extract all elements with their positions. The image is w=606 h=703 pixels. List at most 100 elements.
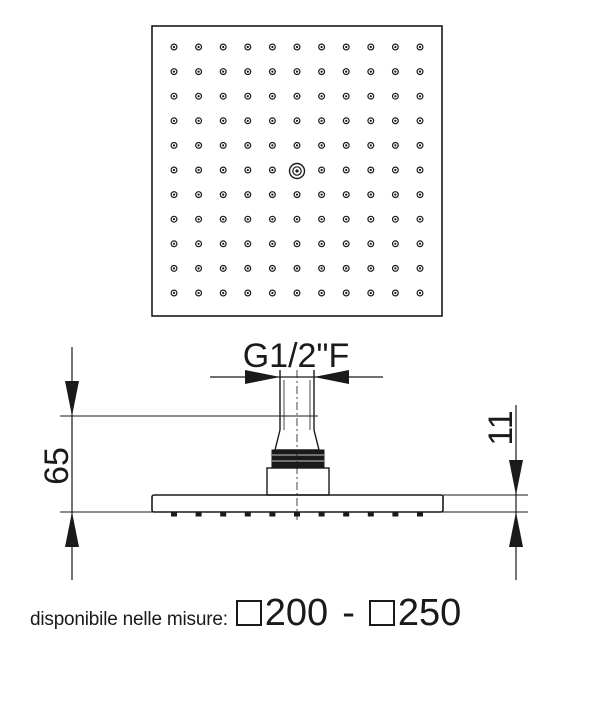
nozzle [195, 289, 203, 297]
side-nozzle [269, 511, 276, 517]
nozzle [268, 264, 276, 272]
nozzle-center [295, 242, 299, 245]
square-symbol-icon [235, 600, 262, 626]
nozzle-center [345, 218, 348, 221]
side-nozzle [220, 511, 227, 517]
nozzle-center [222, 242, 225, 245]
nozzle [244, 117, 252, 125]
nozzle-center [418, 193, 422, 196]
nozzle-center [369, 242, 372, 245]
nozzle [244, 191, 252, 199]
nozzle [318, 43, 326, 51]
nozzle-center [345, 144, 348, 147]
nozzle [244, 141, 252, 149]
nozzle [391, 264, 399, 272]
nozzle-center [418, 267, 422, 270]
nozzle-center [394, 144, 397, 147]
nozzle [293, 191, 301, 199]
nozzle-center [271, 144, 274, 147]
nozzle-center [172, 119, 176, 122]
side-nozzle [392, 511, 399, 517]
nozzle [391, 240, 399, 248]
nozzle [367, 166, 375, 174]
nozzle-center [418, 144, 422, 147]
nozzle [170, 240, 178, 248]
nozzle [342, 289, 350, 297]
top-view [151, 25, 443, 317]
nozzle-center [271, 193, 274, 196]
nozzle-center [320, 193, 323, 196]
nozzle [268, 289, 276, 297]
nozzle [170, 191, 178, 199]
nozzle [318, 240, 326, 248]
nozzle [195, 191, 203, 199]
nozzle-center [222, 119, 225, 122]
nozzle-center [246, 267, 249, 270]
arrow-height-bottom [65, 512, 79, 547]
nozzle-center [197, 242, 200, 245]
nozzle [416, 240, 424, 248]
thread-label: G1/2"F [243, 337, 350, 375]
nozzle [293, 215, 301, 223]
nozzle-center [271, 119, 274, 122]
nozzle-center [418, 168, 422, 172]
nozzle [416, 117, 424, 125]
nozzle [391, 166, 399, 174]
nozzle-center [418, 95, 422, 98]
arrow-thread-left [245, 370, 280, 384]
nozzle [367, 92, 375, 100]
nozzle [416, 289, 424, 297]
nozzle [219, 215, 227, 223]
nozzle-center [172, 144, 176, 147]
nozzle [268, 92, 276, 100]
nozzle-center [320, 242, 323, 245]
side-nozzle [294, 511, 300, 517]
nozzle-center [197, 119, 200, 122]
nozzle [318, 166, 326, 174]
nozzle [195, 117, 203, 125]
nozzle [293, 92, 301, 100]
nozzle [416, 166, 424, 174]
nozzle [391, 215, 399, 223]
nozzle-center [222, 144, 225, 147]
nozzle [391, 92, 399, 100]
nozzle-center [172, 193, 176, 196]
nozzle-center [345, 168, 348, 172]
nozzle-center [271, 218, 274, 221]
nozzle [342, 240, 350, 248]
nozzle-center [197, 70, 200, 73]
nozzle [268, 215, 276, 223]
nozzle [170, 68, 178, 76]
nozzle [342, 117, 350, 125]
nozzle [318, 191, 326, 199]
size-separator: - [342, 592, 355, 634]
nozzle-center [320, 218, 323, 221]
nozzle [367, 289, 375, 297]
nozzle [219, 117, 227, 125]
side-nozzle [417, 511, 423, 517]
plate-thickness-label: 11 [482, 410, 520, 445]
nozzle-center [394, 119, 397, 122]
side-nozzle [195, 511, 202, 517]
nozzle-center [394, 45, 397, 49]
nozzle-center [295, 95, 299, 98]
nozzle [367, 191, 375, 199]
nozzle-center [295, 193, 299, 196]
ball-joint-ring [271, 449, 325, 469]
nozzle [219, 141, 227, 149]
nozzle [195, 240, 203, 248]
nozzle [195, 43, 203, 51]
nozzle-center [172, 242, 176, 245]
nozzle [391, 68, 399, 76]
nozzle [318, 68, 326, 76]
nozzle-center [271, 291, 274, 295]
nozzle [195, 264, 203, 272]
nozzle-center [345, 267, 348, 270]
nozzle [293, 289, 301, 297]
nozzle [416, 264, 424, 272]
nozzle [416, 68, 424, 76]
side-view [60, 347, 528, 580]
availability-label: disponibile nelle misure: [30, 609, 228, 630]
nozzle-center [418, 70, 422, 73]
